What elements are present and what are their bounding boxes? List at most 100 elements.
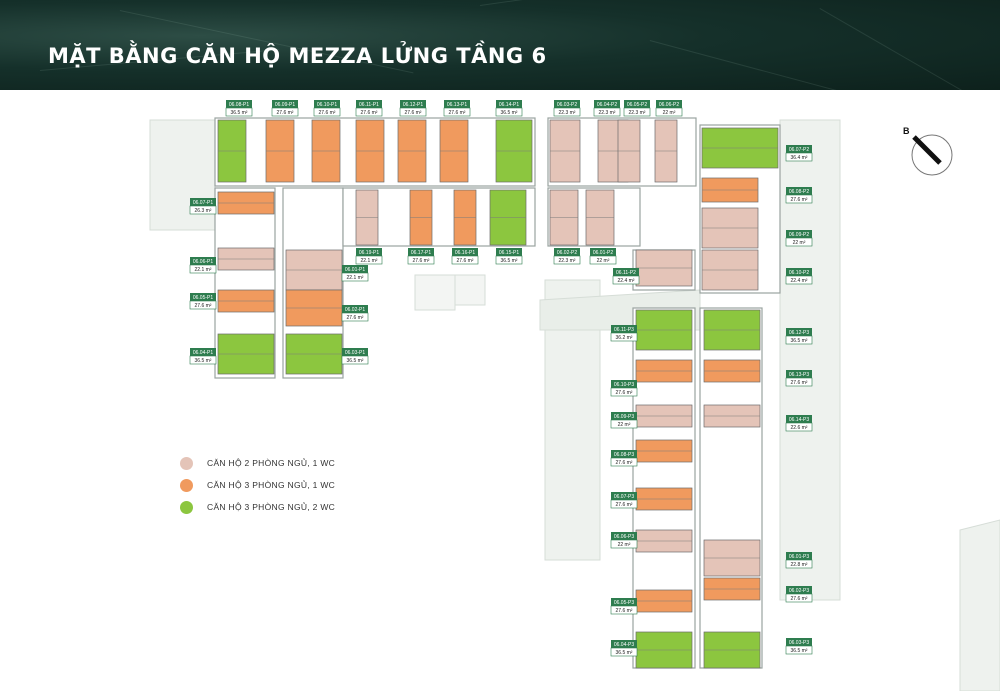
unit-tag-header	[611, 412, 637, 420]
unit-area: 27.6 m²	[413, 258, 430, 264]
unit-tag: 06.06-P3 22 m²	[610, 532, 638, 549]
unit-tag-body	[313, 107, 341, 117]
unit-tag-body	[610, 419, 638, 429]
unit-code: 06.03-P2	[557, 102, 578, 108]
unit-code: 06.09-P2	[789, 232, 810, 238]
unit-tag-body	[785, 645, 813, 655]
unit-area: 36.5 m²	[501, 110, 518, 116]
unit-tag-body	[407, 255, 435, 265]
unit-code: 06.08-P2	[789, 189, 810, 195]
unit-area: 27.6 m²	[361, 110, 378, 116]
unit-tag-header	[496, 248, 522, 256]
unit-tag-header	[611, 492, 637, 500]
unit-tag-body	[655, 107, 683, 117]
unit-code: 06.06-P3	[614, 534, 635, 540]
unit-tag-body	[189, 264, 217, 274]
unit-area: 22.8 m²	[791, 562, 808, 568]
legend-label: CĂN HỘ 2 PHÒNG NGỦ, 1 WC	[207, 458, 336, 468]
unit-code: 06.11-P1	[359, 102, 379, 108]
legend-swatch	[180, 456, 193, 470]
unit-tag-header	[611, 450, 637, 458]
unit-tag-body	[610, 499, 638, 509]
unit-area: 22.3 m²	[629, 110, 646, 116]
unit-tag-body	[341, 272, 369, 282]
unit-tag-header	[272, 100, 298, 108]
unit-code: 06.06-P1	[193, 259, 214, 265]
unit-tag-header	[611, 640, 637, 648]
unit-tag-header	[190, 198, 216, 206]
legend-item-3br-1wc: CĂN HỘ 3 PHÒNG NGỦ, 1 WC	[180, 474, 335, 496]
unit-tag-header	[786, 328, 812, 336]
unit-code: 06.01-P1	[345, 267, 366, 273]
unit-code: 06.07-P2	[789, 147, 810, 153]
legend: CĂN HỘ 2 PHÒNG NGỦ, 1 WC CĂN HỘ 3 PHÒNG …	[180, 452, 335, 518]
unit-code: 06.05-P3	[614, 600, 635, 606]
unit-area: 22.6 m²	[791, 425, 808, 431]
unit-code: 06.05-P2	[627, 102, 648, 108]
unit-tag-body	[610, 647, 638, 657]
unit-tag-body	[189, 300, 217, 310]
unit-area: 22 m²	[618, 422, 631, 428]
unit-tag-header	[786, 415, 812, 423]
legend-label: CĂN HỘ 3 PHÒNG NGỦ, 2 WC	[207, 502, 336, 512]
unit-tag-body	[553, 255, 581, 265]
unit-tag-body	[610, 332, 638, 342]
unit-tag-body	[189, 205, 217, 215]
unit-area: 22.1 m²	[195, 267, 212, 273]
unit-code: 06.09-P3	[614, 414, 635, 420]
legend-item-2br-1wc: CĂN HỘ 2 PHÒNG NGỦ, 1 WC	[180, 452, 335, 474]
unit-tag-header	[554, 248, 580, 256]
unit-tag-header	[786, 370, 812, 378]
unit-area: 27.6 m²	[616, 390, 633, 396]
unit-tag-header	[611, 598, 637, 606]
unit-area: 27.6 m²	[457, 258, 474, 264]
unit-tag-header	[786, 145, 812, 153]
unit-tag-header	[444, 100, 470, 108]
unit-area: 36.5 m²	[347, 358, 364, 364]
unit-area: 27.6 m²	[616, 460, 633, 466]
unit-area: 26.3 m²	[195, 208, 212, 214]
unit-area: 22 m²	[663, 110, 676, 116]
unit-tag-header	[611, 325, 637, 333]
page-title: MẶT BẰNG CĂN HỘ MEZZA LỬNG TẦNG 6	[48, 44, 547, 68]
unit-tag-body	[225, 107, 253, 117]
unit-tag-body	[593, 107, 621, 117]
unit-tag-body	[612, 275, 640, 285]
unit-area: 22 m²	[618, 542, 631, 548]
unit-area: 22.1 m²	[361, 258, 378, 264]
unit-code: 06.10-P1	[317, 102, 338, 108]
unit-tag-header	[314, 100, 340, 108]
unit-tag-header	[496, 100, 522, 108]
legend-label: CĂN HỘ 3 PHÒNG NGỦ, 1 WC	[207, 480, 336, 490]
unit-tag-body	[785, 275, 813, 285]
unit-tag-body	[443, 107, 471, 117]
unit-area: 27.6 m²	[616, 502, 633, 508]
unit-code: 06.01-P2	[593, 250, 614, 256]
unit-tag-body	[451, 255, 479, 265]
legend-item-3br-2wc: CĂN HỘ 3 PHÒNG NGỦ, 2 WC	[180, 496, 335, 518]
unit-tag-body	[610, 539, 638, 549]
unit-tag-body	[271, 107, 299, 117]
unit-tag-header	[190, 257, 216, 265]
unit-area: 22.4 m²	[618, 278, 635, 284]
